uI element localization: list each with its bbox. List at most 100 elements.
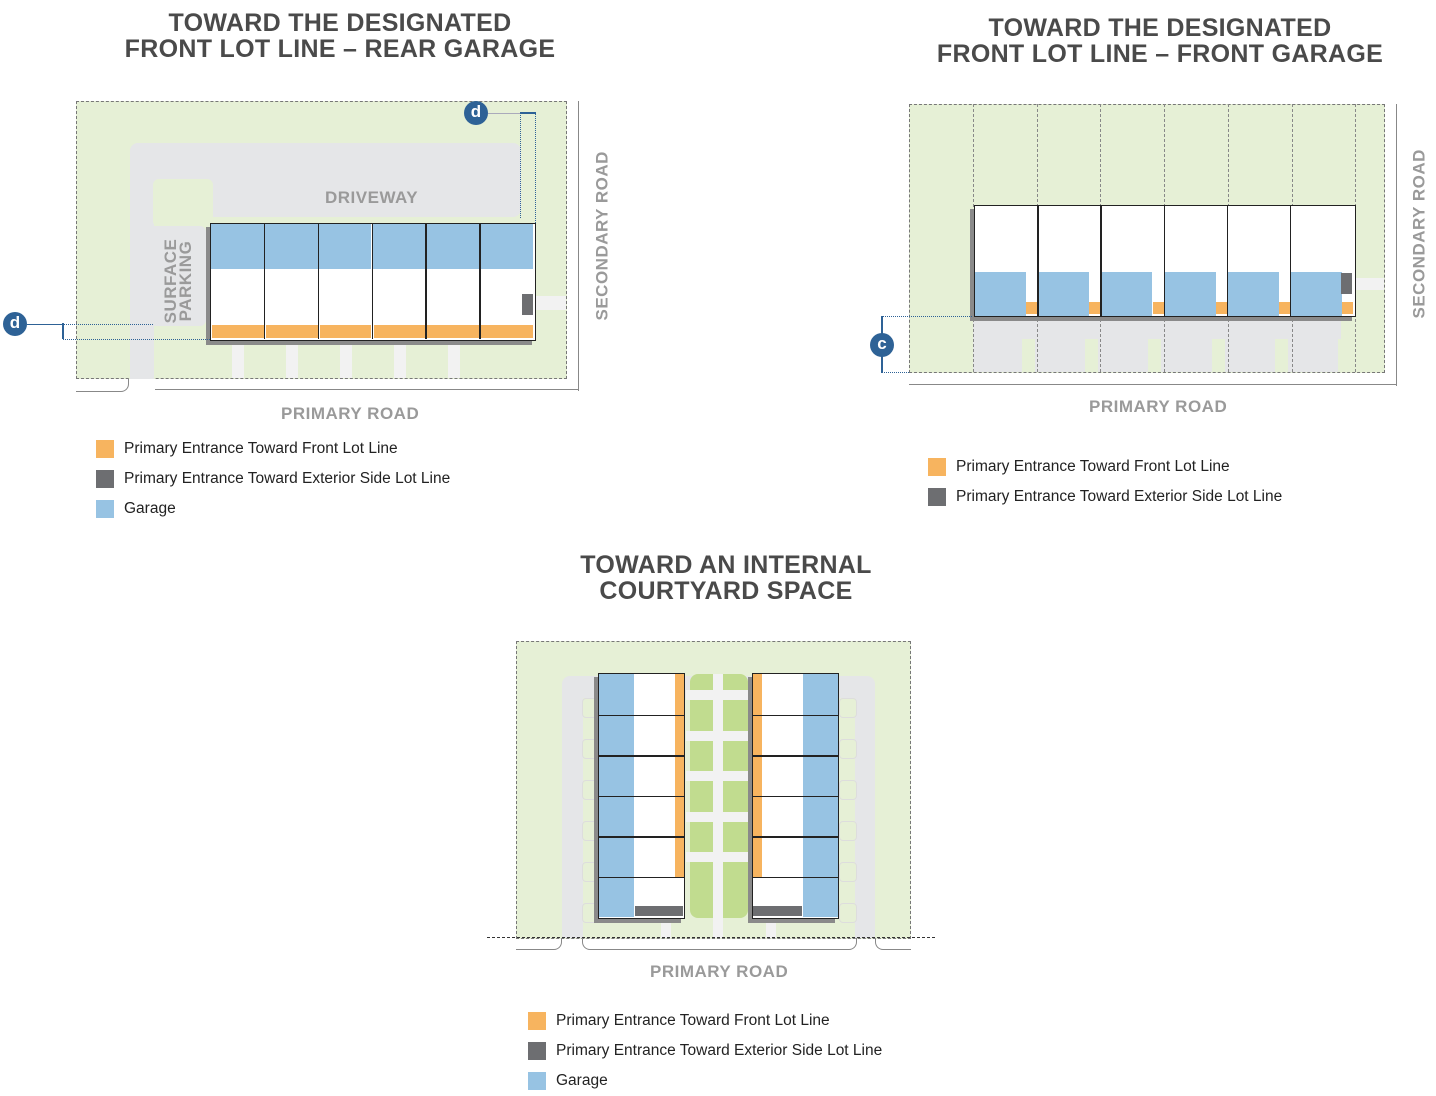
parking-stall [839,903,857,923]
front-entrance [1278,302,1290,314]
road-edge [516,938,562,950]
legend-swatch-icon [528,1072,546,1090]
surface-parking [152,226,206,326]
legend-swatch-icon [96,470,114,488]
legend-item: Garage [96,494,450,524]
parking-stall [839,698,857,718]
surface-parking-label: SURFACE PARKING [161,233,195,329]
walkway [394,343,406,378]
garage [318,224,372,269]
unit-divider [753,795,838,797]
front-lot-line [487,937,935,938]
garage [1038,272,1090,316]
townhouse-building-right [752,673,839,919]
dimension-badge-d: d [464,101,488,125]
garage [426,224,480,269]
garage [1164,272,1216,316]
unit-divider [753,876,838,878]
front-entrance [675,674,684,877]
dimension-extension [520,113,521,218]
townhouse-building [210,223,536,341]
side-walkway [535,296,566,310]
title-line: TOWARD THE DESIGNATED [988,14,1332,42]
walkway [766,918,776,938]
unit-divider [425,224,427,339]
parking-stall [839,780,857,800]
courtyard-path [713,674,723,938]
legend-swatch-icon [528,1012,546,1030]
diagram-title: TOWARD AN INTERNAL COURTYARD SPACE [476,552,976,604]
unit-divider [599,836,684,838]
unit-divider [599,876,684,878]
diagram-title: TOWARD THE DESIGNATED FRONT LOT LINE – F… [910,15,1410,67]
dimension-badge-d: d [3,312,27,336]
landscape-strip [1211,339,1225,372]
landscape-island [153,179,213,227]
garage [372,224,426,269]
legend-swatch-icon [96,500,114,518]
primary-road-label: PRIMARY ROAD [281,404,420,423]
unit-divider [1100,206,1102,316]
legend-item: Primary Entrance Toward Exterior Side Lo… [928,482,1282,512]
road-edge [76,379,129,392]
walkway [448,343,460,378]
unit-divider [599,795,684,797]
legend-label: Primary Entrance Toward Front Lot Line [124,440,398,457]
leader-line [488,113,520,114]
unit-divider [317,224,320,339]
unit-divider [1163,206,1165,316]
legend-label: Primary Entrance Toward Exterior Side Lo… [956,488,1283,505]
title-line: FRONT LOT LINE – REAR GARAGE [124,35,556,63]
legend-label: Garage [556,1072,608,1089]
front-entrance [1152,302,1164,314]
road-edge [582,938,857,950]
courtyard-path [686,771,752,781]
dimension-extension [63,324,153,325]
unit-divider [599,755,684,757]
lot-line [973,104,974,372]
road-edge [909,384,1397,385]
legend-swatch-icon [528,1042,546,1060]
legend-label: Primary Entrance Toward Front Lot Line [556,1012,830,1029]
unit-divider [371,224,373,339]
garage [975,272,1027,316]
courtyard-path [686,690,752,700]
front-entrance [373,325,426,338]
garage [1101,272,1153,316]
garage [1290,272,1342,316]
road-edge [875,938,911,950]
courtyard-path [686,811,752,822]
townhouse-building-left [598,673,685,919]
dimension-extension [882,316,972,317]
front-entrance [1215,302,1227,314]
side-entrance [635,906,683,916]
parking-label-line: PARKING [176,240,195,322]
unit-divider [263,224,266,339]
unit-divider [753,714,838,716]
side-walkway [1355,278,1384,290]
primary-road-label: PRIMARY ROAD [1089,397,1228,416]
garage [211,224,264,269]
front-entrance [1026,302,1038,314]
garage [264,224,318,269]
landscape-strip [1148,339,1162,372]
legend-item: Primary Entrance Toward Front Lot Line [96,434,450,464]
primary-road-label: PRIMARY ROAD [650,962,789,981]
walkway [661,918,671,938]
secondary-road-label: SECONDARY ROAD [1409,149,1429,319]
walkway [286,343,298,378]
legend-item: Primary Entrance Toward Front Lot Line [528,1006,882,1036]
title-line: COURTYARD SPACE [599,577,853,605]
legend-item: Primary Entrance Toward Exterior Side Lo… [96,464,450,494]
front-entrance [1089,302,1101,314]
dimension-extension [535,113,536,223]
legend-swatch-icon [96,440,114,458]
diagram-title: TOWARD THE DESIGNATED FRONT LOT LINE – R… [90,10,590,62]
side-entrance [1341,273,1352,294]
landscape-strip [1085,339,1099,372]
unit-divider [753,755,838,757]
legend-item: Primary Entrance Toward Front Lot Line [928,452,1282,482]
